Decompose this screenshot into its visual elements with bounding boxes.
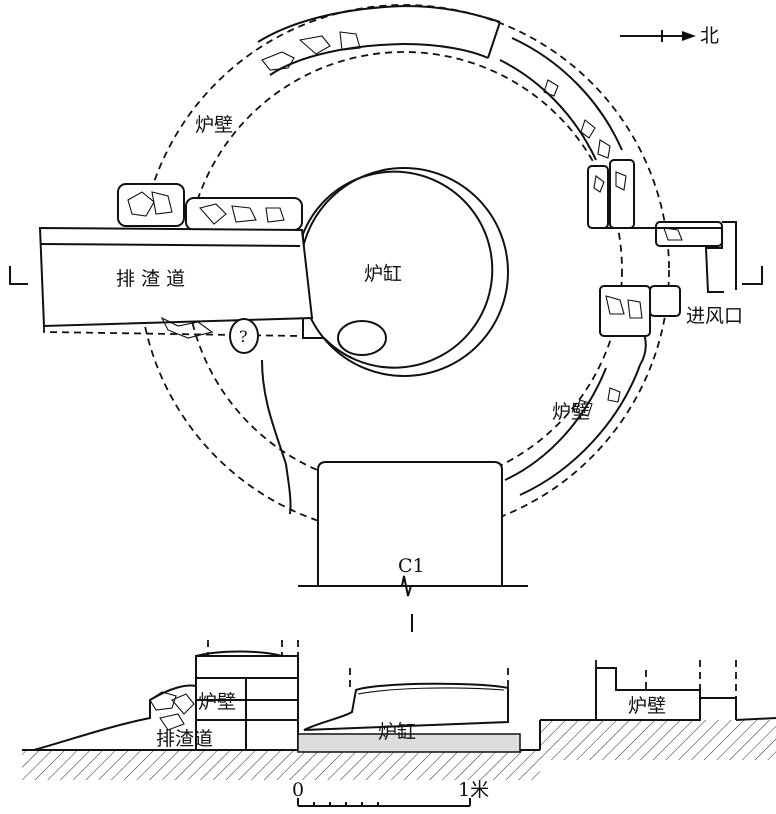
section-hearth-body xyxy=(303,682,509,731)
mound xyxy=(33,684,197,751)
section-hearth-label: 炉缸 xyxy=(378,721,416,743)
slag-channel-body xyxy=(38,226,314,328)
section-view: 炉壁 排渣道 炉缸 炉壁 xyxy=(22,640,776,780)
tuyere-block-top-2 xyxy=(609,159,635,229)
hearth-label: 炉缸 xyxy=(364,263,402,285)
scale-start-label: 0 xyxy=(292,779,304,801)
wall-label-top: 炉壁 xyxy=(195,114,233,136)
section-marker-left xyxy=(9,266,28,285)
tuyere-block-bottom-1 xyxy=(599,285,651,337)
section-wall-label-right: 炉壁 xyxy=(628,695,666,717)
plan-view: 炉缸 排 渣 道 ? 进风口 炉壁 xyxy=(9,4,763,632)
hearth-pit xyxy=(337,320,387,356)
base-block xyxy=(317,461,503,586)
wall-fragments xyxy=(257,4,647,515)
small-opening-mark: ? xyxy=(239,327,248,346)
section-marker-right xyxy=(742,266,763,285)
break-mark xyxy=(401,575,412,597)
section-wall-label-left: 炉壁 xyxy=(198,691,236,713)
stone-block-large xyxy=(185,197,303,231)
tuyere: 进风口 xyxy=(587,159,743,337)
section-id: C1 xyxy=(398,555,425,577)
wall-label-right: 炉壁 xyxy=(552,401,590,423)
small-opening xyxy=(229,318,259,354)
slag-channel-label: 排 渣 道 xyxy=(116,268,185,290)
ground-hatch-right xyxy=(540,720,776,760)
tuyere-label: 进风口 xyxy=(686,305,743,327)
north-label: 北 xyxy=(700,25,719,47)
slag-channel: 排 渣 道 xyxy=(38,183,314,339)
section-hearth-floor xyxy=(297,733,521,753)
section-slag-label: 排渣道 xyxy=(156,728,213,750)
scale-end-label: 1米 xyxy=(458,779,489,801)
stone-block-small xyxy=(117,183,185,227)
north-arrow: 北 xyxy=(620,25,719,47)
tuyere-block-bottom-2 xyxy=(649,285,681,317)
scale-bar: 0 1米 xyxy=(292,779,489,807)
ground-hatch-left xyxy=(22,750,540,780)
tuyere-block-top-1 xyxy=(587,165,609,229)
